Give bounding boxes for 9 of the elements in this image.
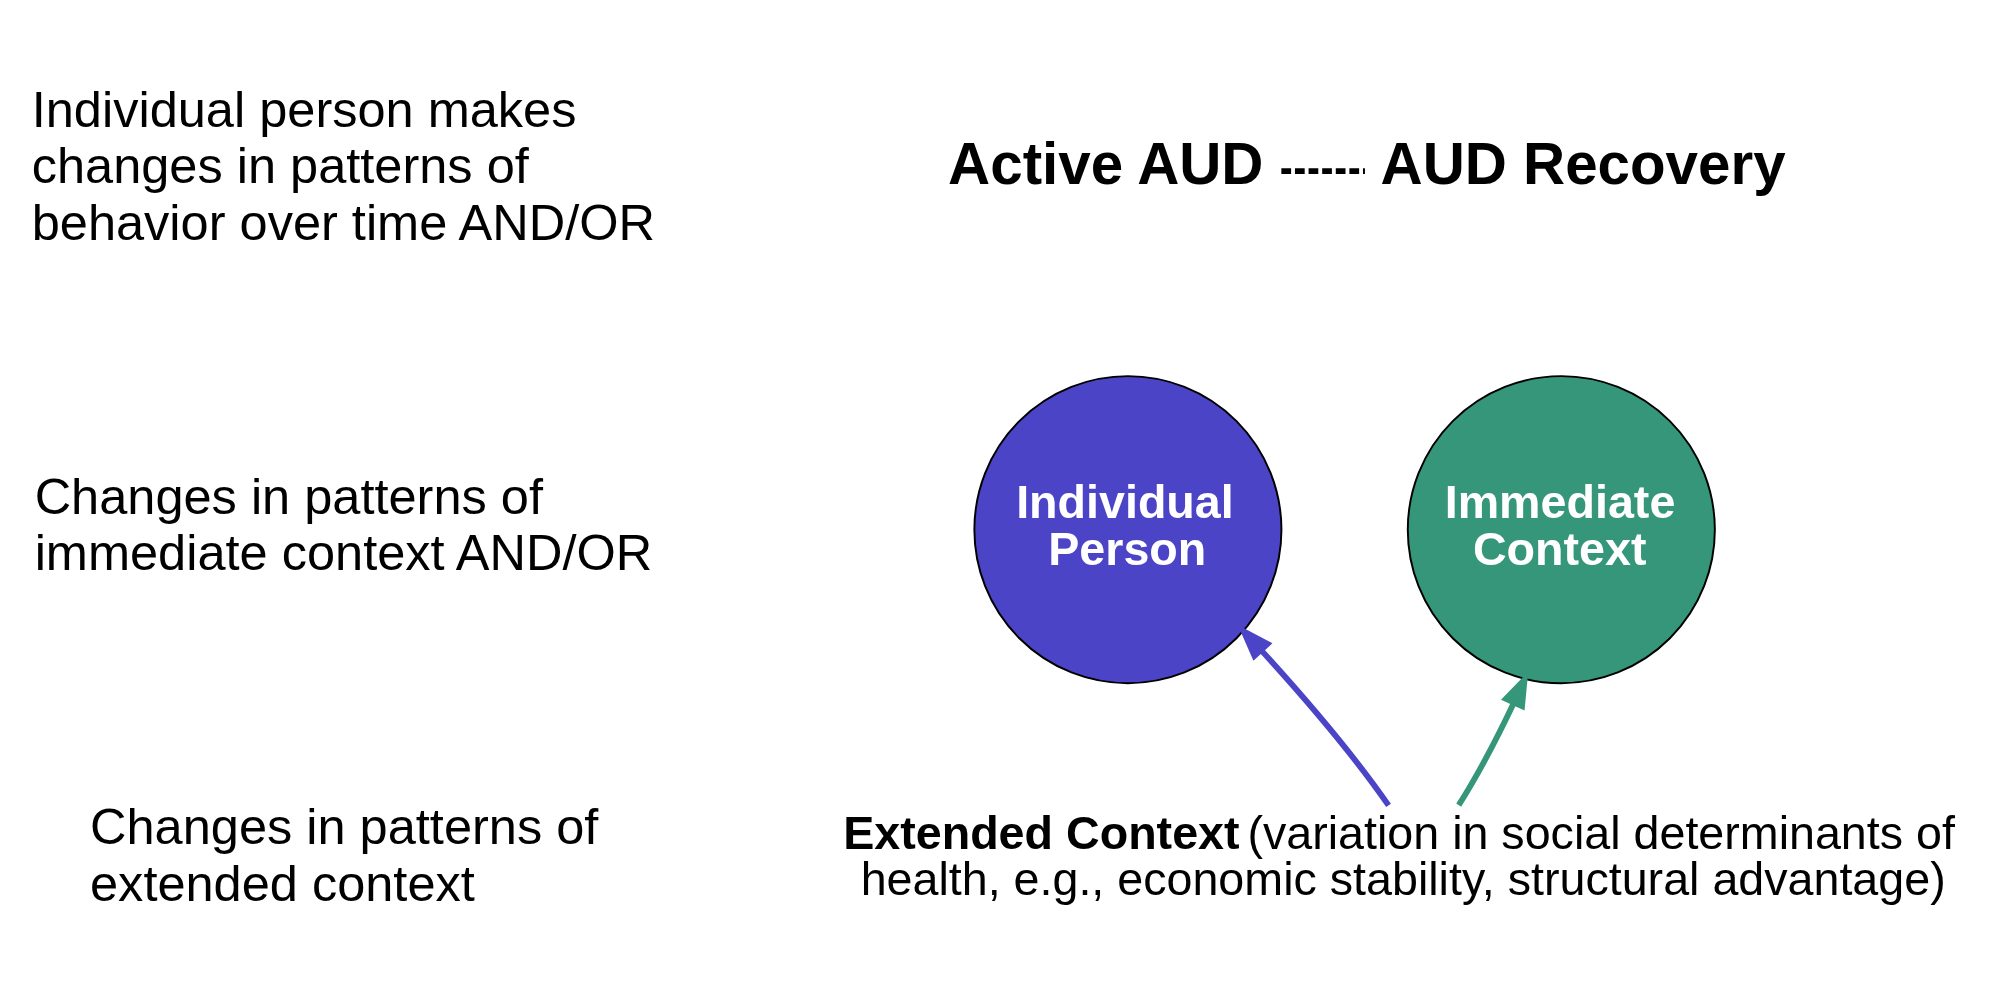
node-text: Extended Context (variation in social determinants of health, e.g., economic stability, structural advantage) (843, 806, 1955, 906)
node-circle: Individual Person (973, 375, 1283, 685)
label: Individual person makes changes in patterns of behavior over time AND/OR (31, 80, 655, 251)
label: Changes in patterns of immediate context AND/OR (34, 467, 653, 582)
node-circle: Immediate Context (1406, 375, 1716, 685)
label: Changes in patterns of extended context (90, 798, 599, 912)
connector (1281, 168, 1365, 174)
node-text: AUD Recovery (1380, 130, 1786, 196)
node-text: Active AUD (948, 130, 1264, 196)
